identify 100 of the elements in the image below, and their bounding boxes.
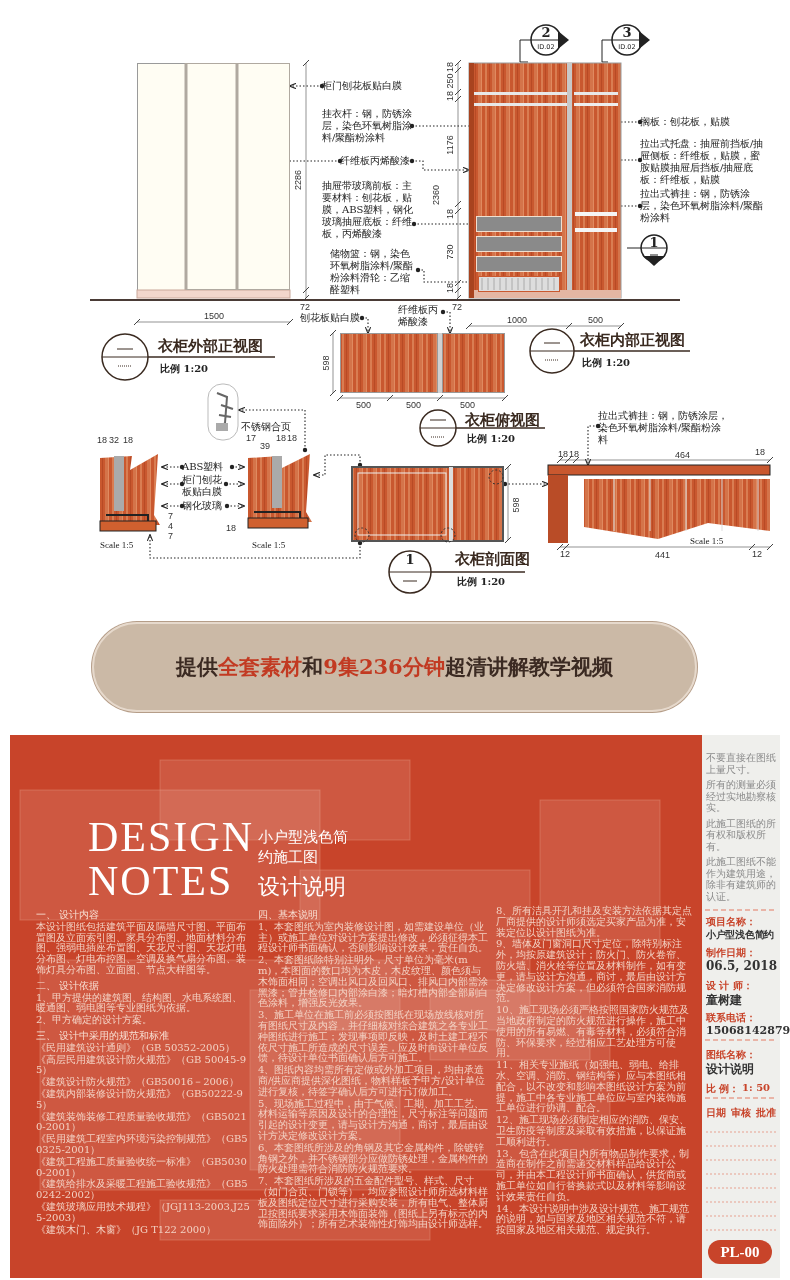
- dimension-label: 18: [558, 450, 568, 459]
- note-text: 此施工图纸的所有权和版权所有。: [706, 817, 776, 852]
- note-text: 9、墙体及门窗洞口尺寸定位，除特别标注外，均按原建筑设计；防火门、防火卷帘、防火墙、消火栓等位置及材料制作，如有变更，请与设计方沟通，商讨，最后由设计方决定修改设计方案，但必须符合国家消防规范。: [496, 939, 687, 1004]
- leader-line: [224, 502, 246, 510]
- field-value: 小户型浅色简约: [706, 928, 774, 942]
- leader-line: [288, 82, 325, 90]
- field-value: 06.5, 2018: [706, 959, 777, 973]
- dimension-label: 2360: [431, 185, 441, 205]
- leader-line: [229, 463, 246, 471]
- dimension-label: 18: [445, 91, 455, 101]
- leader-line: [160, 502, 185, 510]
- callout-text: ABS塑料: [182, 461, 232, 473]
- note-text: 本设计图纸包括建筑平面及隔墙尺寸图、平面布置图及立面索引图、家具分布图、地面材料分布图、强弱电插座布置图、天花尺寸图、天花灯电分布图、灯电布控图、空调及换气扇分布图、装饰灯具分布图、立面图、节点大样图等。: [36, 921, 247, 976]
- callout-text: 柜门刨花板贴白膜: [322, 80, 407, 92]
- note-text: 《建筑工程施工质量验收统一标准》（GB50300-2001）: [36, 1156, 248, 1178]
- dimension-label: 1500: [204, 312, 225, 321]
- dimension-label: 1176: [445, 135, 455, 155]
- note-text: 1、本套图纸为室内装修设计图，如需建设单位（业主）或施工单位对设计方案提出修改，必须征得本工程设计师书面确认，否则影响设计效果，责任自负。: [258, 921, 488, 955]
- note-text: 2、本套图纸除特别注明外，尺寸单位为毫米(mm)，本图面的数口均为木皮，木皮纹理、颜色须与木饰面相同；空调出风口及回风口、排风口内部需涂黑漆；管井检修口内部涂白漆；暗灯槽内部全部刷白色涂料，增强反光效果。: [258, 955, 488, 1009]
- scale-label: 比例 1:20: [160, 362, 209, 376]
- heading: DESIGN: [88, 816, 254, 858]
- section-heading: 二、 设计依据: [36, 980, 101, 992]
- note-text: 所有的测量必须经过实地勘察核实。: [706, 779, 776, 814]
- note-text: 《建筑玻璃应用技术规程》（JGJ113-2003,J255-2003）: [36, 1201, 250, 1224]
- note-text: 8、所有洁具开孔和挂及安装方法依据其定点厂商提供的设计师须选定买家产品为准，安装定位以设计图纸为准。: [496, 906, 694, 938]
- dimension-label: 72: [300, 303, 310, 312]
- dimension-label: 18: [569, 450, 579, 459]
- callout-text: 储物篮：钢，染色环氧树脂涂料/聚酯粉涂料滑轮：乙缩醛塑料: [330, 248, 418, 296]
- leader-line: [223, 480, 246, 488]
- wardrobe-exterior-drawing: [137, 63, 290, 298]
- arrow: [312, 454, 363, 479]
- note-text: 《建筑木门、木窗》（JG T122 2000）: [36, 1224, 217, 1236]
- storage-basket: [478, 276, 560, 292]
- note-text: 13、包含在此项目内所有物品制作要求，制造商在制作之前需递交材料样品给设计公司，并由本工程设计师书面确认，供货商或施工单位如自行替换款式以及材料等影响设计效果责任自负。: [496, 1148, 690, 1203]
- callout-text: 纤维板丙烯酸漆: [398, 304, 443, 328]
- door-panel: [340, 333, 438, 393]
- section-marker-label: 3: [621, 25, 633, 40]
- callout-text: 搁板：刨花板，贴膜: [640, 116, 735, 128]
- field-label: 日期: [706, 1106, 726, 1120]
- view-title: 衣柜俯视图: [465, 411, 540, 430]
- note-text: 不要直接在图纸上量尺寸。: [706, 752, 776, 775]
- scale-label: 比例 1:20: [467, 432, 516, 446]
- callout-text: 拉出式裤挂：钢，防锈涂层，染色环氧树脂涂料/聚酯粉涂料: [640, 188, 765, 224]
- dimension-label: 500: [356, 401, 372, 410]
- dimension-label: 4: [168, 522, 173, 531]
- dimension-label: 441: [655, 551, 671, 560]
- dimension-label: 39: [260, 442, 270, 451]
- hinge-detail-drawing: [207, 383, 239, 441]
- callout-text: 挂衣杆：钢，防锈涂层，染色环氧树脂涂料/聚酯粉涂料: [322, 108, 412, 144]
- callout-text: 柜门刨花板贴白膜: [182, 474, 226, 498]
- note-text: 《建筑装饰装修工程质量验收规范》（GB50210-2001）: [36, 1111, 248, 1133]
- note-text: 7、本套图纸所涉及的五金配件型号、样式、尺寸（如门合页、门锁等），均应参照设计师所选材料样板及图纸定位尺寸进行采购安装，所有电气、整体厨卫按图纸要求采用木饰面装饰（图纸上另有标示的内饰面除外）；所有艺术装饰性灯饰均由设计师选样。: [258, 1176, 488, 1231]
- leader-line: [160, 480, 185, 488]
- dimension-label: 7: [168, 512, 173, 521]
- hanging-rod: [473, 103, 567, 106]
- dimension-label: 500: [460, 401, 476, 410]
- note-text: 《民用建筑工程室内环境污染控制规范》（GB50325-2001）: [36, 1134, 249, 1156]
- note-text: 6、本套图纸所涉及的角钢及其它金属构件，除镀锌角钢之外，并不锈钢部分应做防锈处理，金属构件的防火处理需符合消防防火规范要求。: [258, 1142, 488, 1175]
- field-label: 联系电话：: [706, 1011, 756, 1025]
- section-heading: 四、基本说明: [258, 910, 319, 921]
- heading: NOTES: [88, 860, 234, 902]
- dimension-label: 598: [321, 355, 331, 371]
- drawing-number-badge: PL-00: [708, 1240, 772, 1264]
- view-title: 衣柜剖面图: [455, 550, 530, 569]
- dimension-label: 18: [276, 434, 286, 443]
- dimension-label: 18: [226, 524, 236, 533]
- tray-detail-drawing: [548, 465, 770, 543]
- field-label: 批准: [756, 1106, 776, 1120]
- note-text: 5、现场施工过程中，由于气候、工期、加工工艺、材料运输等原因及设计的合理性，尺寸标注等问题而引起的设计变更，请与设计方沟通，商讨，最后由设计方决定修改设计方案。: [258, 1098, 488, 1142]
- note-text: 14、本设计说明中涉及设计规范、施工规范的说明，如与国家及地区相关规范不符，请按国家及地区相关规范、规定执行。: [496, 1203, 690, 1236]
- dimension-label: 18: [445, 62, 455, 72]
- dimension-label: 12: [752, 550, 762, 559]
- section-marker-label: 2: [540, 25, 552, 40]
- dimension-label: 1000: [507, 316, 528, 325]
- note-text: 11、相关专业施纸（如强电、弱电、给排水、空调、消防、钢结构等）应与本图纸相配合，以不改变和影响本图纸设计方案为前提，施工中各专业施工单位应与室内装饰施工单位进行协调、配合。: [496, 1060, 687, 1114]
- dimension-label: 17: [246, 434, 256, 443]
- dimension-label: 72: [452, 303, 462, 312]
- caption-text: Scale 1:5: [690, 536, 724, 546]
- field-value: 童树建: [706, 992, 742, 1009]
- drawer: [476, 216, 562, 232]
- note-text: 2、甲方确定的设计方案。: [36, 1015, 154, 1026]
- note-text: 《高层民用建筑设计防火规范》（GB 50045-95）: [36, 1054, 248, 1076]
- field-label: 比 例：: [706, 1082, 740, 1096]
- dimension-label: 500: [588, 316, 604, 325]
- dimension-label: 464: [675, 451, 691, 460]
- section-marker-label: 1: [648, 235, 660, 250]
- view-title: 衣柜外部正视图: [158, 337, 263, 356]
- leader-line: [160, 463, 185, 471]
- field-label: 设 计 师：: [706, 979, 753, 993]
- leader-line: [440, 309, 454, 335]
- note-text: 12、施工现场必须制定相应的消防、保安、卫生防疫等制度及采取有效措施，以保证施工顺利进行。: [496, 1115, 690, 1148]
- door-panel: [237, 63, 290, 290]
- caption-text: Scale 1:5: [100, 540, 134, 550]
- subtitle: 设计说明: [258, 873, 346, 901]
- dimension-label: 18: [755, 448, 765, 457]
- arrow: [502, 480, 550, 488]
- arrow: [237, 406, 308, 453]
- field-value: 设计说明: [706, 1061, 754, 1078]
- field-label: 审核: [731, 1106, 751, 1120]
- dimension-label: 598: [511, 497, 521, 513]
